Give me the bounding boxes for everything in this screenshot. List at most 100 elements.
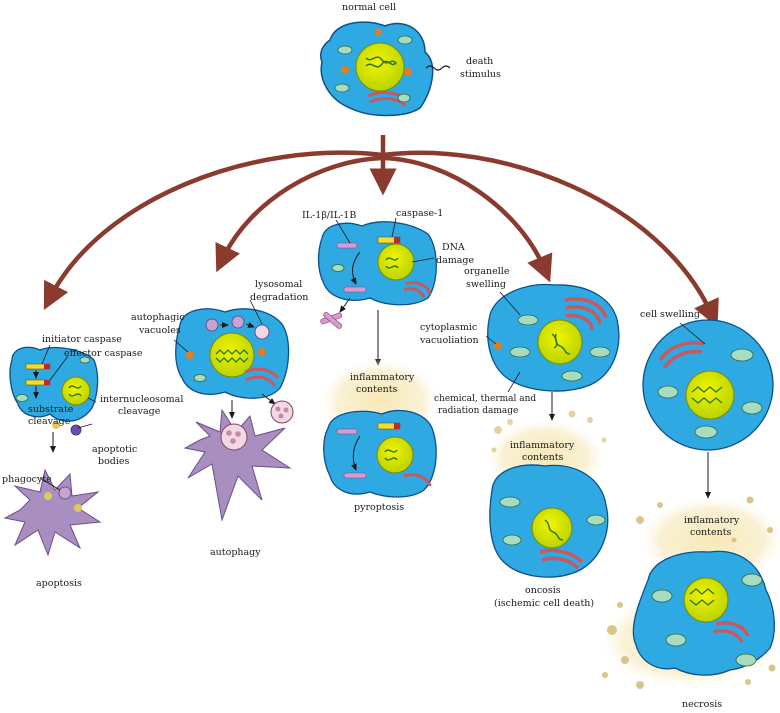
nucleus-icon — [209, 332, 255, 378]
autophagy-cell — [175, 308, 290, 399]
nucleus-icon — [377, 243, 415, 281]
caspase-icon — [44, 380, 50, 385]
oncosis-swollen-cell — [487, 283, 620, 392]
mitochondrion-icon — [509, 346, 531, 358]
caspase-icon — [44, 364, 50, 369]
necrosis-swollen-cell — [642, 319, 774, 451]
label-lysosomal-degradation: lysosomal — [255, 279, 302, 290]
apoptotic-body — [52, 421, 60, 429]
dna-helix-icon — [551, 333, 571, 355]
nucleus-icon — [61, 376, 91, 406]
mitochondrion-icon — [397, 35, 413, 45]
lysosome-icon — [341, 66, 349, 74]
mitochondrion-icon — [337, 45, 353, 55]
apoptotic-body — [70, 424, 82, 436]
title-pyroptosis: pyroptosis — [354, 502, 404, 513]
title-necrosis: necrosis — [682, 699, 722, 710]
mitochondrion-icon — [193, 374, 207, 382]
label-dna-damage: damage — [436, 255, 474, 266]
label-organelle-swelling: swelling — [466, 279, 506, 290]
label-lysosomal-degradation: degradation — [250, 292, 308, 303]
mitochondrion-icon — [586, 514, 606, 526]
phagocyte-icon — [3, 468, 102, 557]
normal-cell — [319, 21, 434, 117]
mitochondrion-icon — [334, 83, 350, 93]
mitochondrion-icon — [741, 573, 763, 587]
label-substrate-cleavage: cleavage — [28, 416, 71, 427]
dna-helix-icon — [215, 349, 249, 363]
label-internucleosomal: cleavage — [118, 406, 161, 417]
title-oncosis-subtitle: (ischemic cell death) — [494, 598, 594, 609]
label-initiator-caspase: initiator caspase — [42, 334, 122, 345]
mitochondrion-icon — [735, 653, 757, 667]
label-phagocyte: phagocyte — [2, 474, 52, 485]
mitochondrion-icon — [499, 496, 521, 508]
mitochondrion-icon — [517, 314, 539, 326]
oncosis-debris — [491, 410, 607, 453]
mitochondrion-icon — [331, 264, 345, 272]
mitochondrion-icon — [502, 534, 522, 546]
label-inflammatory: inflammatory — [510, 440, 575, 451]
label-inflamatory: inflamatory — [684, 515, 740, 526]
released-il1b — [320, 311, 343, 329]
label-autophagic-vacuoles: vacuoles — [138, 325, 181, 336]
pyroptosis-swollen-cell — [323, 409, 437, 498]
title-apoptosis: apoptosis — [36, 578, 82, 589]
dna-helix-icon — [68, 385, 82, 397]
nucleus-icon — [531, 507, 573, 549]
label-apoptotic-bodies: bodies — [98, 456, 130, 467]
label-caspase1: caspase-1 — [396, 208, 443, 219]
autophagosome — [231, 315, 245, 329]
golgi-icon — [403, 281, 432, 299]
mitochondrion-icon — [561, 370, 583, 382]
golgi-icon — [713, 621, 750, 643]
mitochondrion-icon — [397, 93, 411, 103]
autolysosome — [270, 400, 294, 424]
apoptosis-cell — [9, 346, 99, 436]
label-damage: chemical, thermal and — [434, 394, 536, 404]
death-stimulus-squiggle — [425, 65, 451, 71]
lysosome-icon — [374, 28, 382, 36]
engulfed-body — [58, 486, 72, 500]
dna-helix-icon — [384, 449, 398, 461]
necrosis-ruptured-cell — [632, 550, 776, 676]
golgi-icon — [539, 548, 584, 570]
nucleus-icon — [355, 42, 405, 92]
label-inflammatory: contents — [522, 452, 564, 463]
label-cytoplasmic-vacuoliation: vacuoliation — [419, 335, 479, 346]
nucleus-icon — [685, 370, 735, 420]
label-damage: radiation damage — [438, 406, 518, 416]
dna-helix-icon — [544, 519, 564, 541]
autophagosome — [205, 318, 219, 332]
lysosome-icon — [404, 68, 412, 76]
mitochondrion-icon — [741, 401, 763, 415]
death-stimulus-label: stimulus — [460, 69, 501, 80]
mitochondrion-icon — [589, 346, 611, 358]
death-stimulus-label: death — [466, 56, 493, 67]
label-cell-swelling: cell swelling — [640, 309, 700, 320]
il1b-icon — [336, 242, 358, 249]
label-autophagic-vacuoles: autophagic — [131, 312, 185, 323]
nucleus-icon — [537, 319, 583, 365]
golgi-icon — [658, 340, 705, 370]
mitochondrion-icon — [730, 348, 754, 362]
label-organelle-swelling: organelle — [464, 266, 510, 277]
mitochondrion-icon — [79, 356, 91, 364]
golgi-icon — [564, 297, 608, 331]
normal-cell-label: normal cell — [342, 2, 396, 13]
label-il1b: IL-1β/IL-1B — [302, 210, 356, 221]
label-internucleosomal: internucleosomal — [100, 394, 183, 405]
dna-helix-icon — [365, 56, 397, 68]
dna-helix-icon — [691, 386, 723, 404]
oncosis-ruptured-cell — [489, 464, 609, 578]
dna-helix-icon — [689, 588, 715, 606]
mitochondrion-icon — [665, 633, 687, 647]
golgi-icon — [244, 367, 280, 387]
phagocyte-icon — [183, 408, 292, 522]
mitochondrion-icon — [657, 385, 679, 399]
phagocyte-autophagy — [183, 408, 292, 522]
nucleus-icon — [376, 436, 414, 474]
label-inflammatory: contents — [356, 384, 398, 395]
label-dna-damage: DNA — [442, 242, 465, 253]
